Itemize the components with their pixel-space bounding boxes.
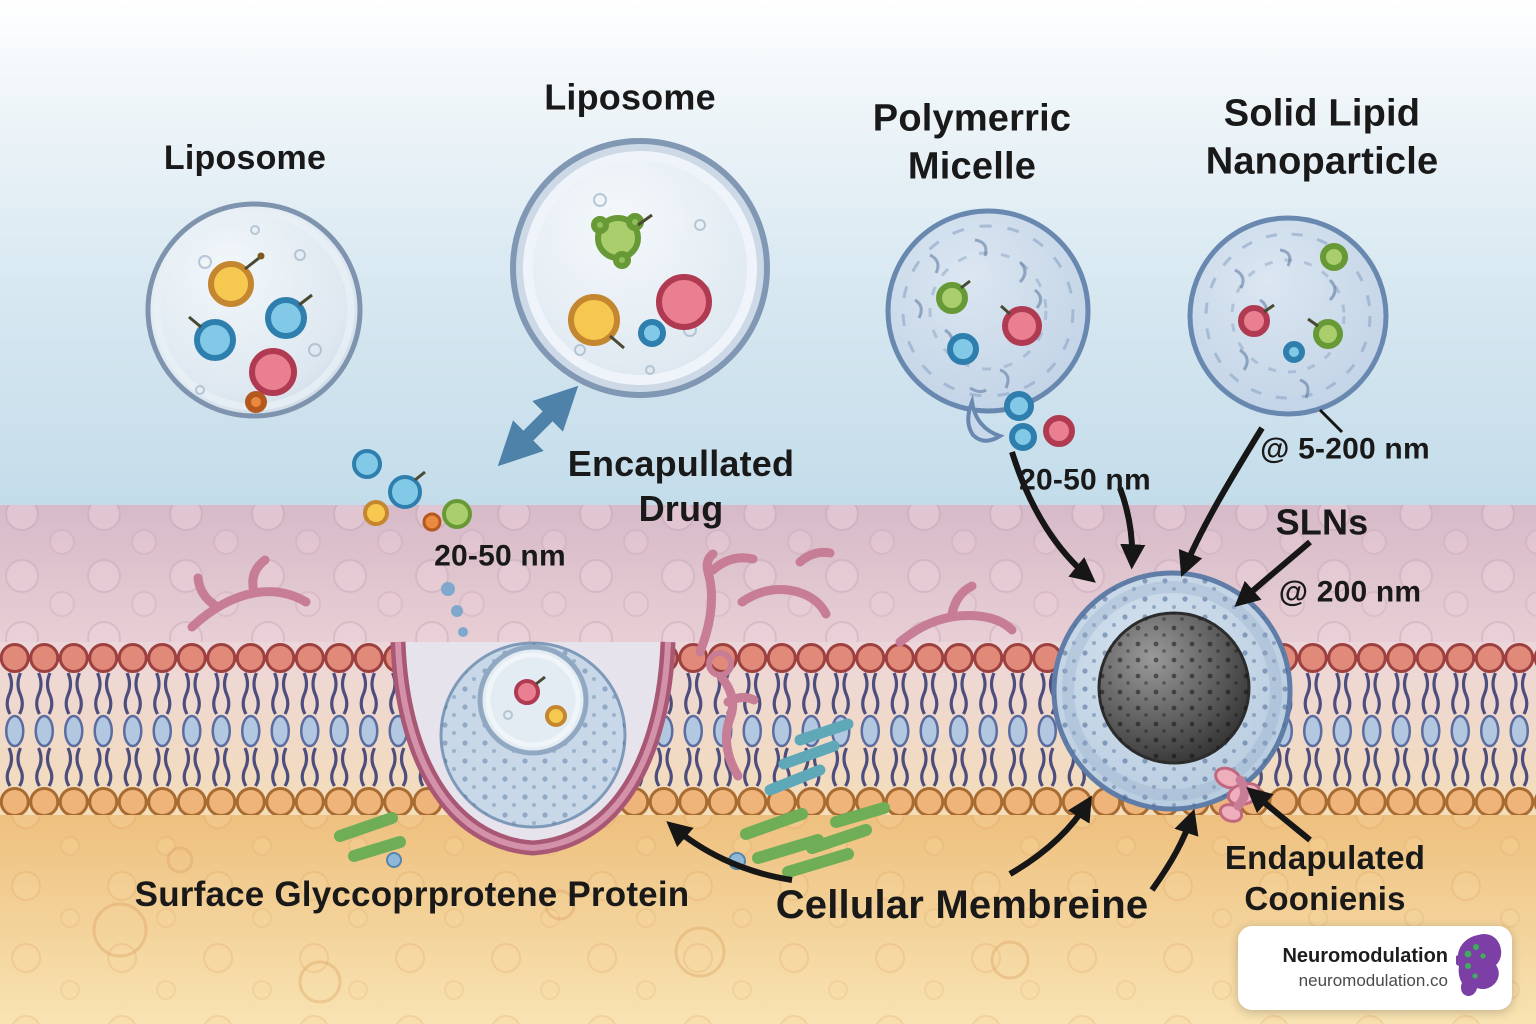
liposome-top-illustration	[510, 138, 770, 398]
cell-with-sln	[1051, 570, 1293, 823]
label-liposome-left: Liposome	[163, 138, 327, 177]
watermark-text: Neuromodulation neuromodulation.co	[1282, 945, 1448, 991]
label-slns: SLNs	[1275, 501, 1369, 543]
cytoplasm-bubbles	[92, 846, 1030, 1004]
slns-label-to-cell-arrow	[1234, 539, 1312, 608]
membrane-receptor	[706, 650, 759, 781]
label-cellular-membrane: Cellular Membreine	[775, 883, 1149, 927]
micelle-size-to-cell-arrow	[1117, 486, 1146, 570]
released-drug-particles	[352, 449, 472, 637]
micelle-to-cell-arrow	[1009, 451, 1096, 583]
polymeric-micelle-illustration	[885, 208, 1091, 451]
encapsulated-drug-double-arrow	[497, 385, 579, 467]
endocytosis-pit	[390, 641, 676, 856]
membrane-label-right-arrow	[1008, 795, 1092, 877]
membrane-label-left-arrow	[666, 821, 793, 883]
contents-label-arrow	[1246, 787, 1312, 843]
label-size-sln: @ 200 nm	[1278, 575, 1422, 609]
label-polymeric-micelle: Polymerric Micelle	[872, 97, 1072, 188]
watermark-title: Neuromodulation	[1282, 945, 1448, 967]
watermark-card: Neuromodulation neuromodulation.co	[1238, 926, 1512, 1010]
brand-logo-icon	[1456, 934, 1502, 997]
label-surface-protein: Surface Glyccoprprotene Protein	[134, 875, 690, 915]
label-liposome-top: Liposome	[544, 76, 716, 118]
liposome-left-illustration	[145, 201, 363, 419]
watermark-subtitle: neuromodulation.co	[1298, 971, 1448, 990]
surface-glycoprotein-branches	[187, 547, 1017, 657]
internalized-liposome	[477, 644, 589, 756]
annotation-arrows	[497, 385, 1312, 892]
membrane-label-cell-arrow	[1149, 808, 1199, 892]
sln-size-pointer-line	[1318, 408, 1344, 434]
solid-lipid-nanoparticle-illustration	[1187, 215, 1389, 434]
label-solid-lipid-nanoparticle: Solid Lipid Nanoparticle	[1205, 92, 1439, 183]
label-encapsulated-contents: Endapulated Coonienis	[1224, 838, 1426, 917]
label-size-sln-range: @ 5-200 nm	[1260, 432, 1430, 466]
label-size-left: 20-50 nm	[434, 539, 566, 573]
label-size-micelle: 20-50 nm	[1019, 463, 1151, 497]
sln-to-cell-arrow	[1178, 426, 1265, 578]
label-encapsulated-drug: Encapullated Drug	[567, 443, 795, 529]
glycoprotein-rods	[334, 718, 890, 878]
